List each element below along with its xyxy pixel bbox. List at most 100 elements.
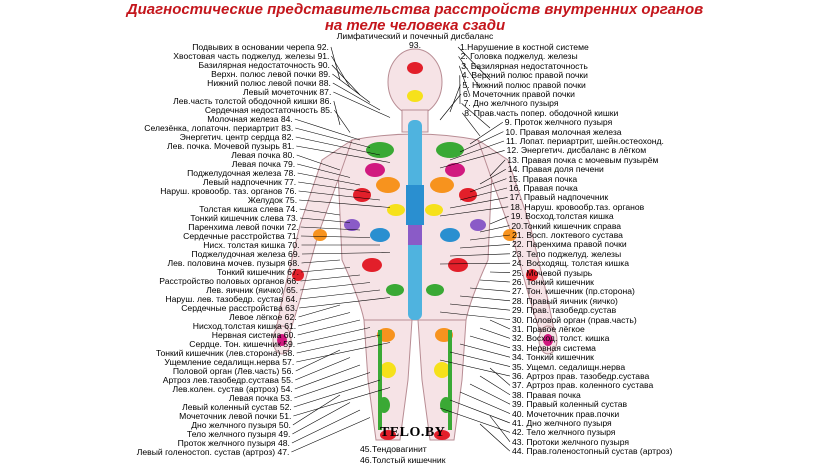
left-label-33: Нервная система 60. (211, 330, 296, 340)
left-label-45: Проток желчного пузыря 48. (177, 438, 290, 448)
leader-line-right-2 (458, 56, 481, 89)
leader-line-left-4 (332, 73, 371, 103)
leader-line-right-8 (461, 112, 481, 137)
leader-line-left-26 (301, 267, 351, 273)
right-label-18: 18. Наруш. кровообр.таз. органов (510, 201, 645, 212)
left-label-11: Энергетич. центр сердца 82. (179, 132, 294, 142)
right-label-23: 23. Тело поджелуд. железы (512, 248, 622, 259)
leader-line-right-34 (459, 343, 511, 358)
leader-line-right-24 (439, 262, 511, 265)
left-label-42: Мочеточник левой почки 51. (179, 411, 292, 421)
left-label-35: Тонкий кишечник (лев.сторона) 58. (155, 348, 295, 358)
leader-line-left-27 (300, 274, 361, 282)
left-label-30: Сердечные расстройства 63. (181, 303, 298, 313)
left-label-34: Сердце. Тон. кишечник 59. (189, 339, 296, 349)
leader-line-left-33 (297, 319, 361, 336)
left-label-4: Верхн. полюс левой почки 89. (211, 69, 331, 79)
leader-line-left-20 (300, 217, 351, 223)
left-label-29: Наруш. лев. тазобедр. сустав 64. (165, 294, 298, 304)
leader-line-right-43 (489, 415, 511, 442)
top-number: 93. (409, 40, 421, 50)
left-label-5: Нижний полюс левой почки 88. (207, 78, 331, 88)
left-label-21: Паренхима левой почки 72. (188, 222, 299, 232)
leader-line-left-37 (295, 349, 341, 372)
left-label-41: Левый коленный сустав 52. (182, 402, 292, 412)
right-label-38: 38. Правая почка (512, 389, 581, 400)
leader-line-right-20 (479, 225, 510, 233)
leader-line-left-41 (293, 379, 381, 408)
left-label-8: Сердечная недостаточность 85. (204, 105, 333, 115)
leader-line-right-18 (439, 206, 509, 217)
leader-line-right-21 (469, 234, 511, 241)
leader-line-left-17 (298, 190, 381, 201)
left-label-9: Молочная железа 84. (207, 114, 293, 124)
leader-line-right-37 (489, 367, 511, 386)
leader-line-left-38 (295, 357, 351, 381)
bottom-label-46: 46.Толстый кишечник (360, 455, 446, 465)
leader-line-left-3 (331, 64, 361, 96)
leader-line-left-18 (299, 199, 391, 208)
right-label-37: 37. Артроз прав. коленного сустава (512, 380, 654, 391)
right-label-6: 6. Мочеточник правой почки (463, 89, 575, 99)
left-label-19: Толстая кишка слева 74. (199, 204, 298, 214)
right-label-16: 16. Правая почка (509, 183, 578, 193)
right-label-20: 20.Тонкий кишечник справа (511, 220, 622, 231)
left-label-13: Левая почка 80. (231, 150, 295, 160)
leader-line-right-19 (489, 215, 509, 225)
left-label-32: Нисход.толстая кишка 61. (192, 321, 297, 331)
leader-line-right-35 (449, 351, 511, 367)
right-label-31: 31. Правое лёгкое (512, 324, 585, 334)
leader-line-left-39 (294, 364, 361, 390)
leader-line-left-7 (333, 100, 341, 126)
leader-line-left-46 (291, 417, 371, 453)
right-label-9: 9. Проток желчного пузыря (504, 117, 613, 128)
left-label-36: Ущемление седалищн.нерва 57. (164, 357, 295, 367)
spine (406, 120, 424, 320)
leader-line-left-29 (299, 289, 381, 300)
right-label-34: 34. Тонкий кишечник (512, 352, 594, 363)
leader-line-left-32 (298, 312, 351, 327)
leader-line-right-29 (449, 303, 511, 311)
left-label-25: Лев. половина мочев. пузыря 68. (167, 258, 300, 268)
leader-line-right-36 (439, 359, 511, 377)
right-label-43: 43. Протоки желчного пузыря (512, 436, 630, 447)
leader-line-left-13 (296, 154, 341, 171)
leader-line-right-27 (469, 287, 511, 292)
right-label-13: 13. Правая почка с мочевым пузырём (507, 154, 659, 165)
right-label-14: 14. Правая доля печени (507, 164, 604, 175)
leader-line-right-28 (459, 295, 511, 302)
brand-watermark: TELO.BY (380, 425, 446, 440)
leader-line-left-10 (295, 127, 371, 148)
leader-line-left-25 (301, 259, 341, 264)
right-label-21: 21. Восп. локтевого сустава (512, 230, 623, 240)
right-label-4: 4. Верхний полюс правой почки (461, 70, 588, 81)
title-line-2: на теле человека сзади (324, 17, 506, 34)
right-label-27: 27. Тон. кишечник (пр.сторона) (512, 286, 635, 297)
left-label-40: Левая почка 53. (228, 393, 293, 403)
leader-line-left-11 (295, 136, 381, 156)
right-label-1: 1.Нарушение в костной системе (460, 42, 589, 52)
leader-line-left-12 (296, 145, 391, 163)
right-label-26: 26. Тонкий кишечник (512, 277, 594, 287)
left-label-14: Левая почка 79. (231, 159, 296, 169)
left-label-31: Левое лёгкое 62. (229, 312, 297, 322)
left-label-28: Лев. яичник (яичко) 65. (206, 285, 299, 295)
right-label-15: 15. Правая почка (508, 173, 578, 184)
leader-line-left-40 (294, 372, 371, 399)
left-label-46: Левый голеностоп. сустав (артроз) 47. (136, 447, 290, 457)
left-label-3: Базилярная недостаточность 90. (198, 60, 330, 70)
right-label-39: 39. Правый коленный сустав (512, 399, 628, 410)
left-label-20: Тонкий кишечник слева 73. (190, 213, 299, 223)
left-label-6: Левый мочеточник 87. (242, 87, 332, 97)
leader-line-right-7 (461, 103, 491, 129)
leader-line-right-9 (469, 121, 503, 145)
organ-markers (277, 62, 553, 440)
left-label-22: Сердечные расстройства 71. (183, 231, 300, 241)
left-label-12: Лев. почка. Мочевой пузырь 81. (167, 141, 295, 151)
leader-line-left-36 (296, 342, 391, 363)
leader-line-right-22 (459, 244, 511, 249)
right-label-30: 30. Половой орган (прав.часть) (512, 314, 637, 325)
leader-line-left-28 (300, 282, 371, 291)
leader-line-right-32 (479, 327, 511, 339)
